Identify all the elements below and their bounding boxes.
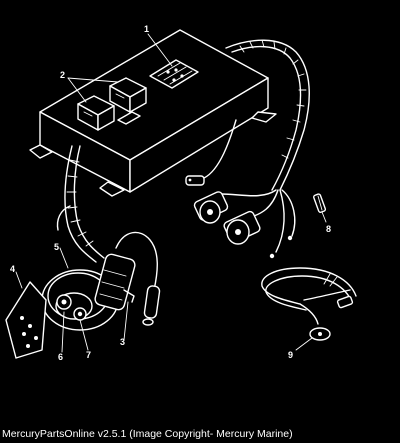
key-switch [41,253,136,331]
callout-7: 7 [86,350,91,360]
callout-labels: 1 2 3 4 5 6 7 8 9 [10,24,331,362]
switch-cable [56,145,105,263]
exploded-parts-diagram: 1 2 3 4 5 6 7 8 9 [5,24,357,362]
callout-1: 1 [144,24,149,34]
fuse [313,193,327,213]
leader-lines [15,33,327,353]
callout-3: 3 [120,337,125,347]
callout-9: 9 [288,350,293,360]
copyright-footer: MercuryPartsOnline v2.5.1 (Image Copyrig… [2,428,293,440]
harness-plug-right [223,210,261,245]
callout-2: 2 [60,70,65,80]
callout-6: 6 [58,352,63,362]
lead-harness [261,267,357,341]
control-box [29,29,277,197]
callout-4: 4 [10,264,15,274]
harness-plug-left [193,191,229,224]
wire-harness [185,39,310,259]
callout-5: 5 [54,242,59,252]
switch-decal [5,281,47,359]
switch-probe-lead [115,231,161,326]
callout-8: 8 [326,224,331,234]
